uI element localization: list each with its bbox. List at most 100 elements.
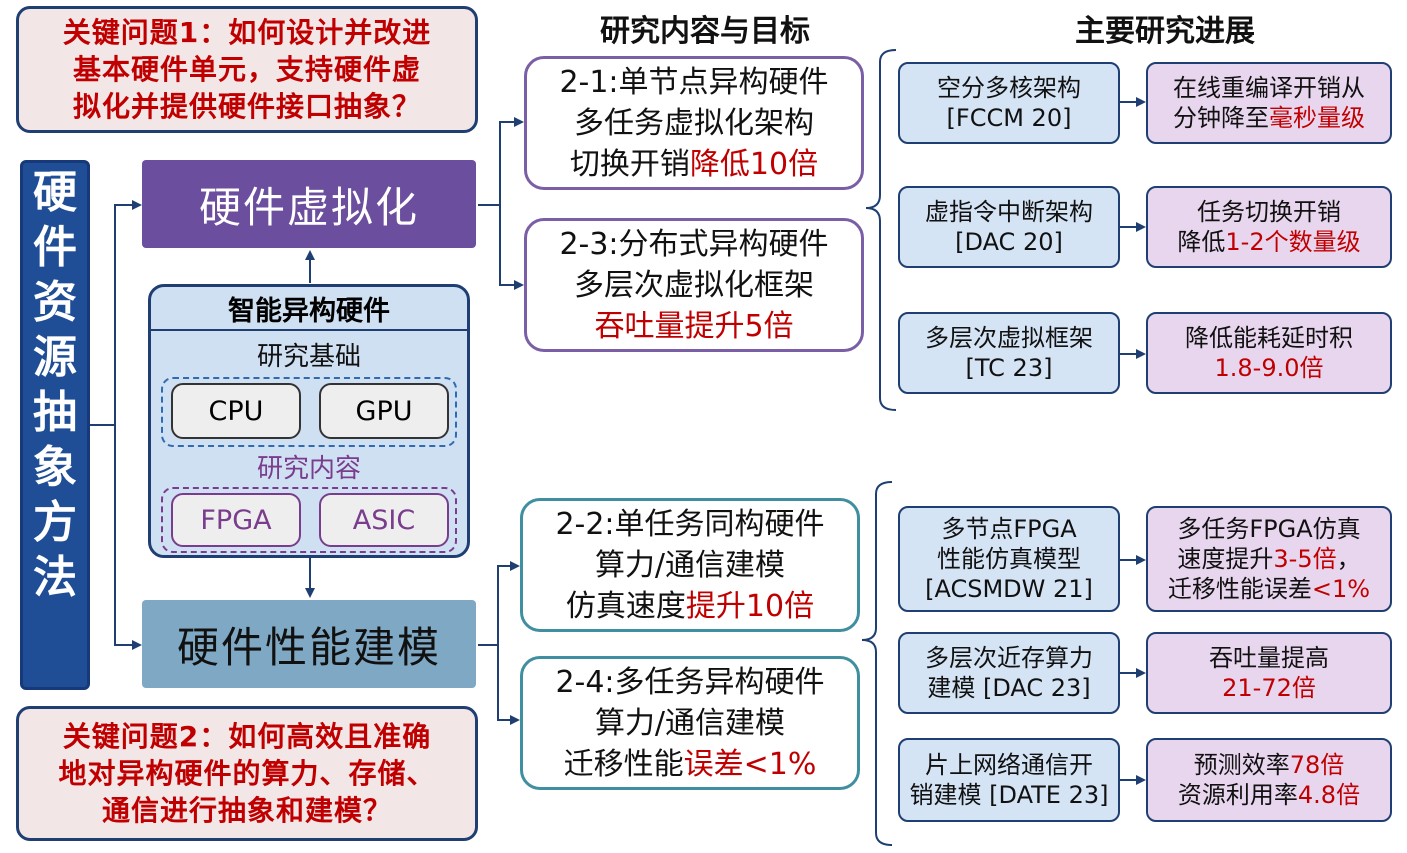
result-text: ，	[1336, 545, 1361, 573]
foundation-label: 研究基础	[256, 341, 361, 372]
result-text: 资源利用率	[1177, 781, 1298, 809]
brace-top	[865, 49, 897, 411]
research-content-header: 研究内容与目标	[600, 14, 810, 49]
research-target: 切换开销降低10倍	[570, 144, 818, 185]
key-question-1: 关键问题1：如何设计并改进 基本硬件单元，支持硬件虚 拟化并提供硬件接口抽象？	[16, 6, 478, 133]
progress-box: 虚指令中断架构 [DAC 20]	[898, 186, 1120, 268]
result-highlight: 毫秒量级	[1269, 104, 1365, 132]
progress-line: 性能仿真模型	[937, 545, 1081, 573]
link-model-research-2	[497, 645, 520, 725]
result-highlight: 1.8-9.0倍	[1214, 354, 1324, 382]
vtitle-char: 源	[33, 332, 77, 383]
result-text: 降低	[1177, 228, 1226, 256]
result-line: 迁移性能误差<1%	[1168, 574, 1370, 604]
result-box: 降低能耗延时积 1.8-9.0倍	[1146, 312, 1392, 394]
kq2-line-2: 地对异构硬件的算力、存储、	[58, 757, 436, 790]
research-target: 迁移性能误差<1%	[564, 744, 817, 785]
result-highlight: 21-72倍	[1222, 674, 1316, 702]
result-box: 任务切换开销 降低1-2个数量级	[1146, 186, 1392, 268]
research-line: 多任务虚拟化架构	[574, 105, 814, 141]
result-box: 多任务FPGA仿真 速度提升3-5倍， 迁移性能误差<1%	[1146, 506, 1392, 612]
result-text: 分钟降至	[1173, 104, 1269, 132]
progress-box: 多层次虚拟框架 [TC 23]	[898, 312, 1120, 394]
target-highlight: 误差<1%	[683, 746, 817, 782]
progress-line: [TC 23]	[965, 354, 1053, 382]
content-label: 研究内容	[256, 453, 361, 484]
result-text: 在线重编译开销从	[1173, 74, 1365, 102]
research-box-2-2: 2-2:单任务同构硬件 算力/通信建模 仿真速度提升10倍	[520, 498, 860, 632]
progress-line: 多层次虚拟框架	[925, 324, 1093, 352]
result-highlight: 1-2个数量级	[1225, 228, 1361, 256]
result-box: 吞吐量提高 21-72倍	[1146, 632, 1392, 714]
vtitle-char: 象	[33, 442, 77, 493]
research-target: 吞吐量提升5倍	[594, 306, 793, 347]
research-box-2-4: 2-4:多任务异构硬件 算力/通信建模 迁移性能误差<1%	[520, 656, 860, 790]
progress-box: 多层次近存算力 建模 [DAC 23]	[898, 632, 1120, 714]
target-prefix: 仿真速度	[565, 588, 686, 624]
brace-bottom	[861, 481, 893, 846]
link-virt-research	[478, 117, 524, 206]
result-line: 速度提升3-5倍，	[1177, 544, 1360, 574]
vtitle-char: 法	[33, 552, 77, 603]
target-prefix: 切换开销	[569, 146, 690, 182]
research-line: 多层次虚拟化框架	[574, 267, 814, 303]
result-line: 多任务FPGA仿真	[1177, 515, 1361, 543]
result-line: 21-72倍	[1222, 673, 1316, 703]
progress-line: 销建模 [DATE 23]	[909, 781, 1109, 809]
progress-line: 多节点FPGA	[941, 515, 1077, 543]
vertical-title: 硬 件 资 源 抽 象 方 法	[20, 160, 90, 690]
result-text: 任务切换开销	[1197, 198, 1341, 226]
gpu-chip: GPU	[319, 383, 449, 439]
content-group	[161, 487, 457, 553]
result-box: 在线重编译开销从 分钟降至毫秒量级	[1146, 62, 1392, 144]
smart-hw-title: 智能异构硬件	[151, 287, 467, 331]
result-text: 迁移性能误差	[1167, 575, 1312, 603]
progress-line: 空分多核架构	[937, 74, 1081, 102]
target-highlight: 提升10倍	[685, 588, 815, 624]
result-line: 预测效率78倍	[1194, 750, 1345, 780]
kq1-line-3: 拟化并提供硬件接口抽象？	[72, 90, 421, 123]
result-highlight: <1%	[1311, 575, 1371, 603]
result-highlight: 78倍	[1289, 751, 1345, 779]
vtitle-char: 硬	[33, 167, 77, 218]
fpga-chip: FPGA	[171, 493, 301, 547]
vtitle-char: 资	[33, 277, 77, 328]
result-line: 资源利用率4.8倍	[1178, 780, 1360, 810]
result-line: 降低能耗延时积	[1185, 323, 1353, 353]
kq1-line-2: 基本硬件单元，支持硬件虚	[72, 53, 421, 86]
foundation-group	[161, 377, 457, 447]
target-highlight: 吞吐量提升5倍	[594, 308, 794, 344]
result-line: 1.8-9.0倍	[1215, 353, 1324, 383]
link-virt-research-2	[499, 205, 524, 290]
progress-line: [FCCM 20]	[946, 104, 1072, 132]
hw-modeling-box: 硬件性能建模	[142, 600, 476, 688]
target-prefix: 迁移性能	[563, 746, 684, 782]
research-box-2-1: 2-1:单节点异构硬件 多任务虚拟化架构 切换开销降低10倍	[524, 56, 864, 190]
target-highlight: 降低10倍	[689, 146, 819, 182]
asic-chip: ASIC	[319, 493, 449, 547]
research-line: 2-3:分布式异构硬件	[559, 226, 829, 262]
cpu-chip: CPU	[171, 383, 301, 439]
progress-line: 多层次近存算力	[925, 644, 1093, 672]
research-line: 算力/通信建模	[594, 547, 786, 583]
kq2-line-3: 通信进行抽象和建模？	[101, 794, 392, 827]
smart-hw-box: 智能异构硬件 研究基础 CPU GPU 研究内容 FPGA ASIC	[148, 284, 470, 558]
result-line: 降低1-2个数量级	[1177, 227, 1360, 257]
research-line: 2-4:多任务异构硬件	[555, 664, 825, 700]
result-text: 速度提升	[1177, 545, 1274, 573]
link-title-virt	[90, 200, 142, 426]
research-line: 2-1:单节点异构硬件	[559, 64, 829, 100]
link-model-research	[478, 561, 520, 646]
vtitle-char: 方	[33, 497, 77, 548]
result-line: 任务切换开销	[1197, 197, 1341, 227]
research-line: 2-2:单任务同构硬件	[555, 506, 825, 542]
kq2-line-1: 关键问题2：如何高效且准确	[62, 720, 432, 753]
kq1-line-1: 关键问题1：如何设计并改进	[62, 16, 432, 49]
result-text: 降低能耗延时积	[1185, 324, 1353, 352]
vtitle-char: 件	[33, 222, 77, 273]
progress-box: 片上网络通信开 销建模 [DATE 23]	[898, 738, 1120, 822]
result-line: 吞吐量提高	[1209, 643, 1329, 673]
progress-line: [DAC 20]	[955, 228, 1063, 256]
result-box: 预测效率78倍 资源利用率4.8倍	[1146, 738, 1392, 822]
